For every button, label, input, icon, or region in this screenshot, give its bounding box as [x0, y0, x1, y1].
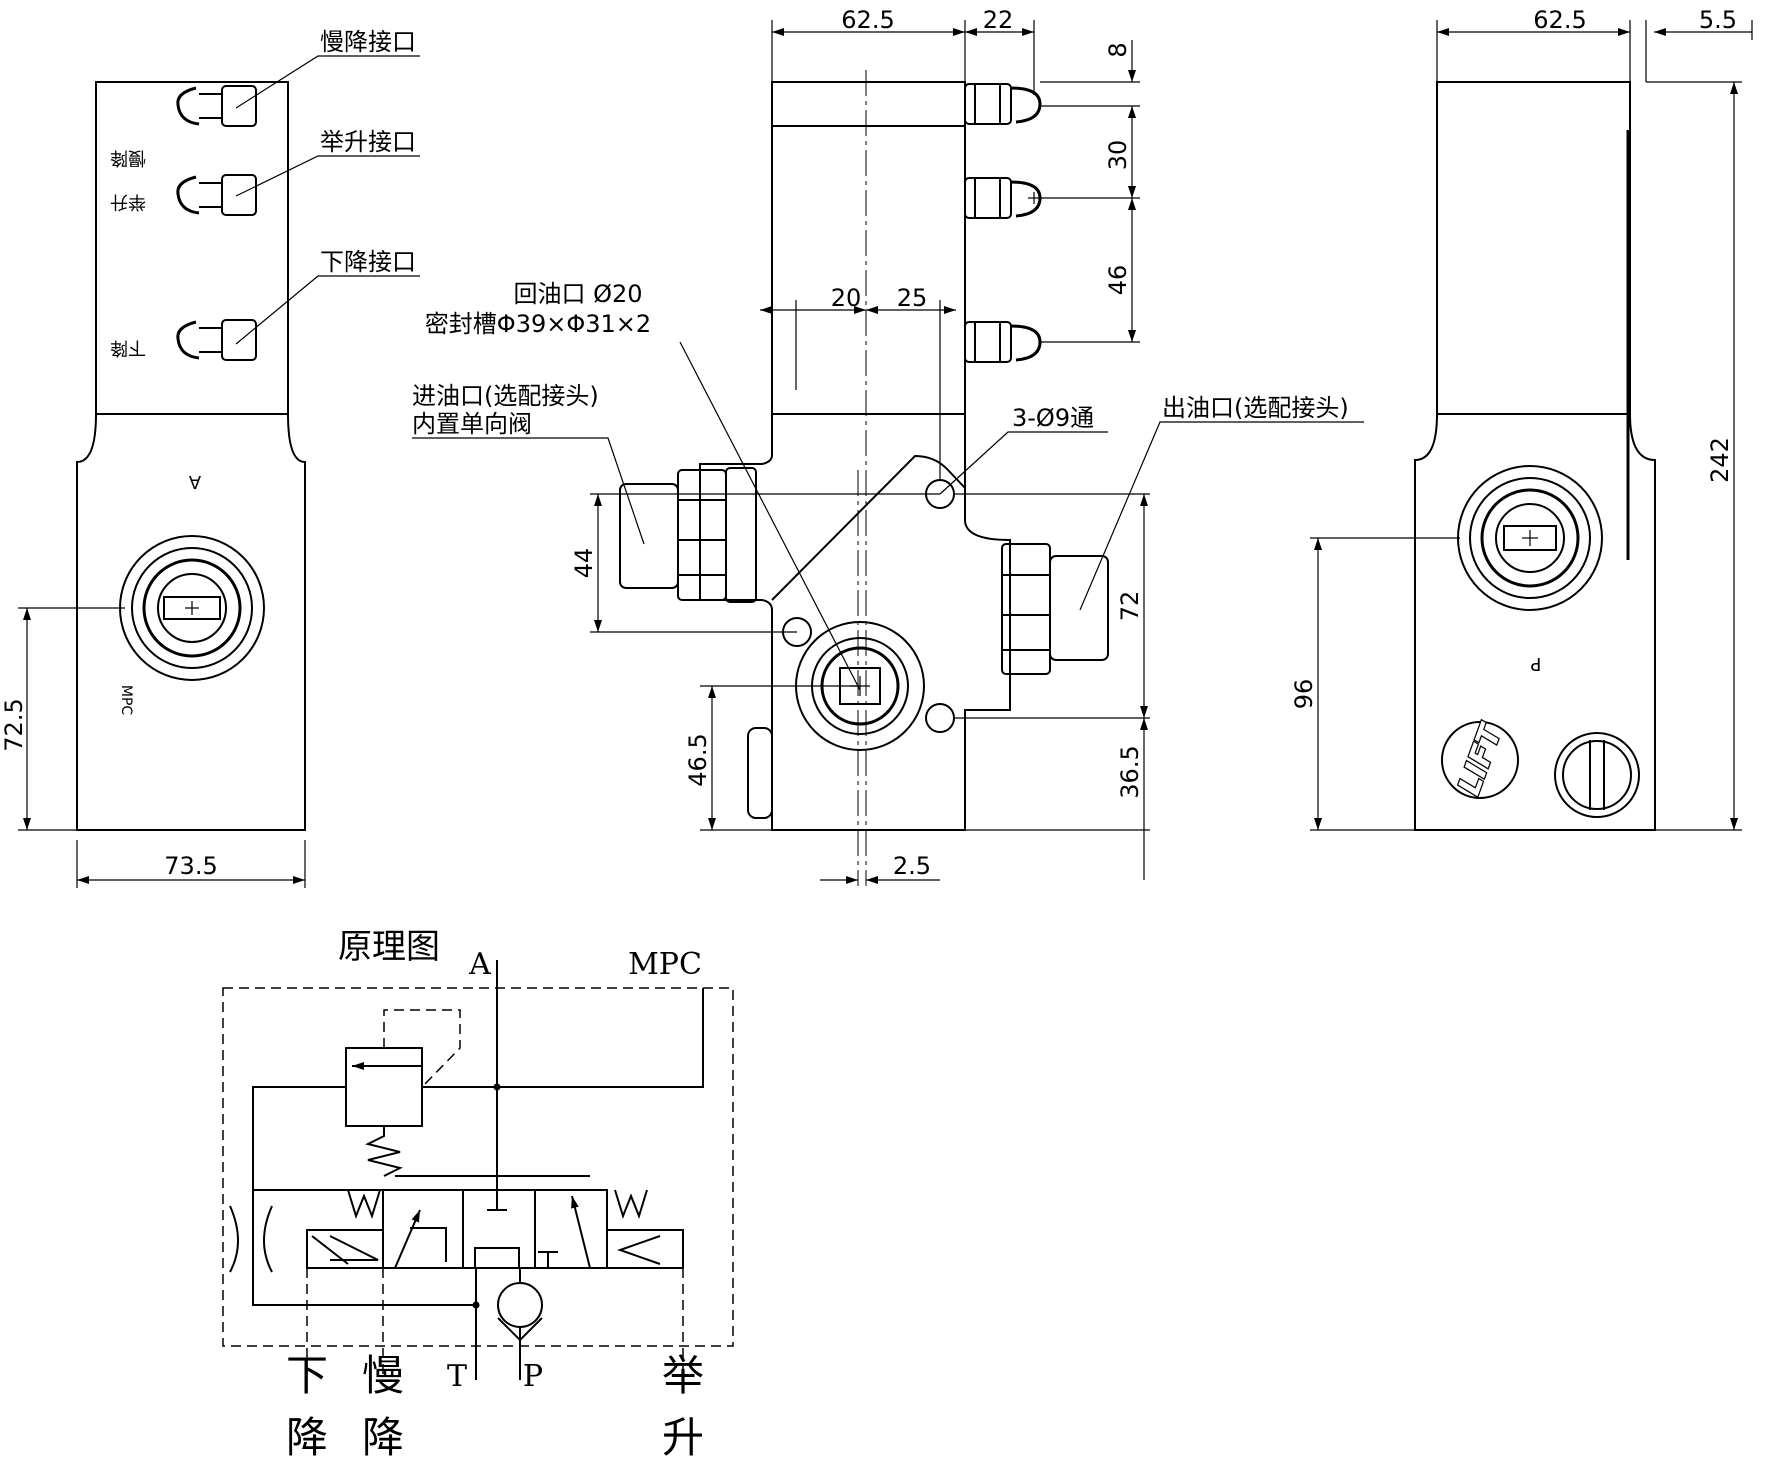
callout-return: 回油口 Ø20: [513, 280, 642, 308]
spool: [382, 1189, 608, 1269]
outlet-fitting: [1001, 543, 1109, 675]
right-port-circle: [1457, 465, 1603, 611]
schematic-port-a: A: [468, 947, 491, 982]
through-hole-3: [925, 703, 955, 733]
hydraulic-schematic: 原理图 A MPC: [222, 927, 734, 1460]
dim-right-total: 242: [1706, 437, 1734, 483]
dim-mid-46-5: 46.5: [684, 733, 712, 786]
schematic-down-2: 降: [286, 1413, 328, 1460]
side-plug: [747, 727, 773, 819]
schematic-slow-1: 慢: [362, 1351, 404, 1400]
check-valve: [497, 1268, 543, 1380]
mid-fitting-1: [964, 83, 1042, 125]
mark-down: 下降: [110, 337, 146, 358]
mid-fitting-2: [964, 177, 1042, 219]
callout-outlet: 出油口(选配接头): [1162, 394, 1349, 422]
right-view: P LIFT 62.5 5.5 242 96: [1290, 6, 1753, 831]
callout-inlet: 进油口(选配接头): [412, 382, 599, 410]
logo-text: LIFT: [1452, 718, 1510, 799]
dim-mid-top-width: 62.5: [841, 6, 894, 34]
mark-slow: 慢降: [110, 147, 146, 168]
schematic-port-p: P: [523, 1359, 543, 1394]
dim-mid-20: 20: [831, 284, 862, 312]
callout-lift-port: 举升接口: [320, 128, 416, 156]
left-view: 慢降 举升 下降 A MPC 慢降接口 举升接口 下降接口 72.5 73.5: [0, 28, 420, 888]
callout-down-port: 下降接口: [320, 248, 416, 276]
fitting-down: [176, 319, 257, 361]
dim-mid-30: 30: [1104, 140, 1132, 171]
fitting-slow: [176, 85, 257, 127]
schematic-lift-1: 举: [662, 1351, 704, 1400]
mid-fitting-3: [964, 321, 1042, 363]
callout-holes: 3-Ø9通: [1012, 404, 1094, 432]
callout-check: 内置单向阀: [412, 410, 532, 438]
schematic-down-1: 下: [286, 1351, 328, 1400]
dim-left-width: 73.5: [164, 852, 217, 880]
dim-right-96: 96: [1290, 679, 1318, 710]
callout-seal: 密封槽Φ39×Φ31×2: [425, 310, 651, 338]
callout-slow-port: 慢降接口: [320, 28, 416, 56]
schematic-lift-2: 升: [662, 1413, 704, 1460]
schematic-slow-2: 降: [362, 1413, 404, 1460]
dim-mid-25: 25: [897, 284, 928, 312]
dim-mid-2-5: 2.5: [893, 852, 931, 880]
solenoid-right: [606, 1189, 684, 1380]
mark-a: A: [188, 471, 201, 492]
port-a-circle: [119, 535, 265, 681]
mark-mpc: MPC: [118, 685, 134, 716]
fitting-lift: [176, 174, 257, 216]
mark-p: P: [1530, 653, 1541, 674]
dim-mid-44: 44: [570, 548, 598, 579]
dim-left-height: 72.5: [0, 698, 28, 751]
dim-mid-46: 46: [1104, 265, 1132, 296]
dim-mid-8: 8: [1104, 42, 1132, 57]
schematic-port-t: T: [447, 1359, 467, 1394]
dim-right-top-right: 5.5: [1699, 6, 1737, 34]
right-plug: [1554, 732, 1640, 818]
dim-mid-top-right: 22: [983, 6, 1014, 34]
mark-lift: 举升: [110, 191, 146, 212]
dim-mid-72: 72: [1116, 591, 1144, 622]
solenoid-left: [306, 1189, 384, 1380]
dim-mid-36-5: 36.5: [1116, 745, 1144, 798]
lift-logo: LIFT: [1441, 717, 1519, 801]
inlet-fitting: [619, 467, 757, 603]
middle-view: 回油口 Ø20 密封槽Φ39×Φ31×2 进油口(选配接头) 内置单向阀 3-Ø…: [412, 6, 1364, 886]
schematic-port-mpc: MPC: [628, 947, 702, 982]
dim-right-top-width: 62.5: [1533, 6, 1586, 34]
schematic-title: 原理图: [338, 927, 440, 967]
